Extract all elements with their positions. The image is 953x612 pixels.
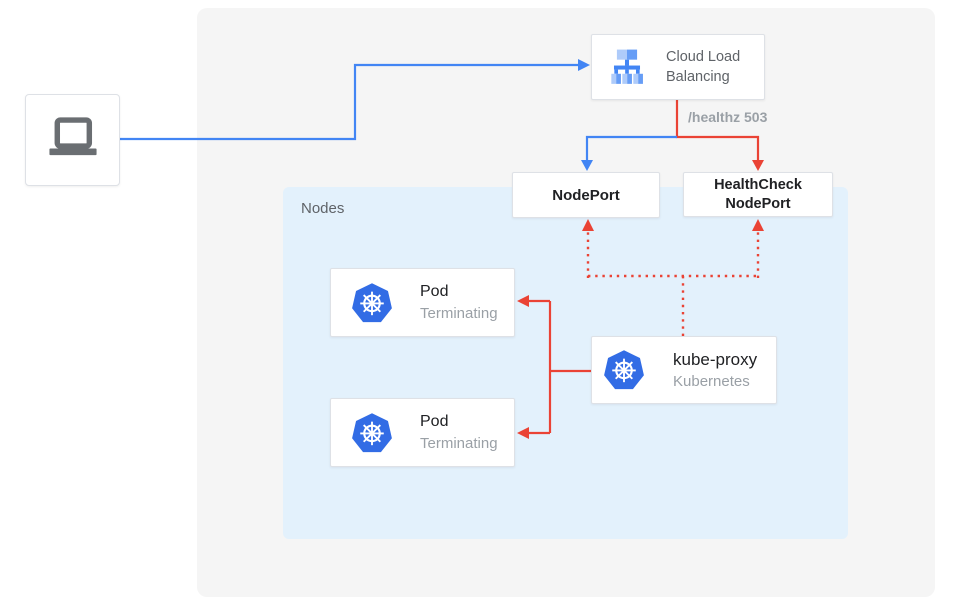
cloud-load-balancing-icon (611, 49, 643, 84)
nodeport-node: NodePort (512, 172, 660, 218)
healthz-503-label: /healthz 503 (688, 109, 768, 125)
healthcheck-label-line1: HealthCheck (714, 176, 802, 193)
clb-title-line2: Balancing (666, 69, 730, 85)
nodes-label: Nodes (301, 200, 345, 217)
healthcheck-nodeport-node: HealthCheck NodePort (683, 172, 833, 217)
kubernetes-icon (604, 350, 644, 390)
pod-status: Terminating (420, 305, 498, 322)
clb-title-line1: Cloud Load (666, 49, 741, 65)
nodeport-label: NodePort (552, 186, 620, 204)
kubernetes-icon (352, 412, 392, 452)
pod-title: Pod (420, 283, 449, 300)
kube-proxy-subtitle: Kubernetes (673, 372, 750, 390)
kube-proxy-title: kube-proxy (673, 349, 758, 369)
pod-terminating-node-top: Pod Terminating (330, 268, 515, 337)
pod-terminating-node-bottom: Pod Terminating (330, 398, 515, 467)
cloud-load-balancing-node: Cloud Load Balancing (591, 34, 765, 100)
pod-status: Terminating (420, 435, 498, 452)
kubernetes-icon (352, 282, 392, 322)
client-node (25, 94, 120, 186)
kube-proxy-node: kube-proxy Kubernetes (591, 336, 777, 404)
pod-title: Pod (420, 413, 449, 430)
healthcheck-label-line2: NodePort (725, 195, 791, 212)
laptop-icon (48, 117, 97, 156)
